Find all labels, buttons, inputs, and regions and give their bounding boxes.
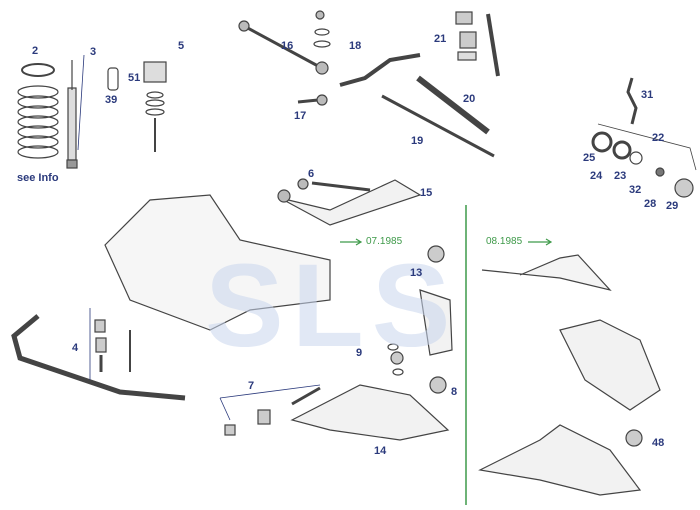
- label-28: 28: [644, 198, 657, 210]
- strut-mount: [143, 61, 167, 152]
- label-16: 16: [281, 40, 294, 52]
- steering-knuckle: [419, 289, 453, 356]
- ball-joint-13: [427, 245, 445, 263]
- bump-stop: [107, 67, 119, 91]
- date-after: 08.1985: [486, 236, 523, 247]
- clamp-31: [626, 77, 638, 125]
- ball-joint-48: [625, 429, 643, 447]
- label-4: 4: [72, 342, 79, 354]
- arrow-right-icon: [340, 238, 363, 246]
- bushings-7: [219, 384, 321, 436]
- steering-knuckle-new: [559, 319, 661, 411]
- label-7: 7: [248, 380, 255, 392]
- upper-control-arm: [277, 178, 422, 226]
- label-9: 9: [356, 347, 363, 359]
- lower-control-arm: [290, 384, 450, 441]
- label-14: 14: [374, 445, 387, 457]
- stabilizer-bar: [11, 314, 186, 401]
- lower-arm-new: [478, 424, 642, 496]
- label-8: 8: [451, 386, 458, 398]
- label-25: 25: [583, 152, 596, 164]
- date-before: 07.1985: [366, 236, 403, 247]
- steering-damper-20: [416, 75, 490, 135]
- arrow-right-icon: [528, 238, 553, 246]
- ball-joint-8: [429, 376, 447, 394]
- watermark: SLS: [205, 240, 459, 372]
- track-rod-19: [381, 94, 495, 158]
- stabilizer-mounts-4: [89, 308, 131, 380]
- label-31: 31: [641, 89, 654, 101]
- see-info-link[interactable]: see Info: [17, 172, 59, 184]
- idler-parts-21: [455, 11, 500, 77]
- label-6: 6: [308, 168, 315, 180]
- label-32: 32: [629, 184, 642, 196]
- label-39: 39: [105, 94, 118, 106]
- label-48: 48: [652, 437, 665, 449]
- label-20: 20: [463, 93, 476, 105]
- label-22: 22: [652, 132, 665, 144]
- idler-arm: [339, 53, 421, 87]
- shock-absorber: [66, 54, 85, 169]
- label-18: 18: [349, 40, 362, 52]
- label-5: 5: [178, 40, 185, 52]
- label-13: 13: [410, 267, 423, 279]
- upper-arm-new: [481, 254, 612, 292]
- bushings-9: [387, 343, 404, 376]
- hub-bearings-22: [591, 123, 697, 198]
- label-17: 17: [294, 110, 307, 122]
- label-24: 24: [590, 170, 603, 182]
- label-3: 3: [90, 46, 97, 58]
- label-19: 19: [411, 135, 424, 147]
- label-15: 15: [420, 187, 433, 199]
- coil-spring: [17, 63, 59, 159]
- label-23: 23: [614, 170, 627, 182]
- label-21: 21: [434, 33, 447, 45]
- label-51: 51: [128, 72, 141, 84]
- tie-rod-16: [238, 20, 329, 106]
- label-2: 2: [32, 45, 39, 57]
- ball-joints-18: [313, 10, 331, 48]
- front-subframe: [104, 194, 331, 331]
- label-29: 29: [666, 200, 679, 212]
